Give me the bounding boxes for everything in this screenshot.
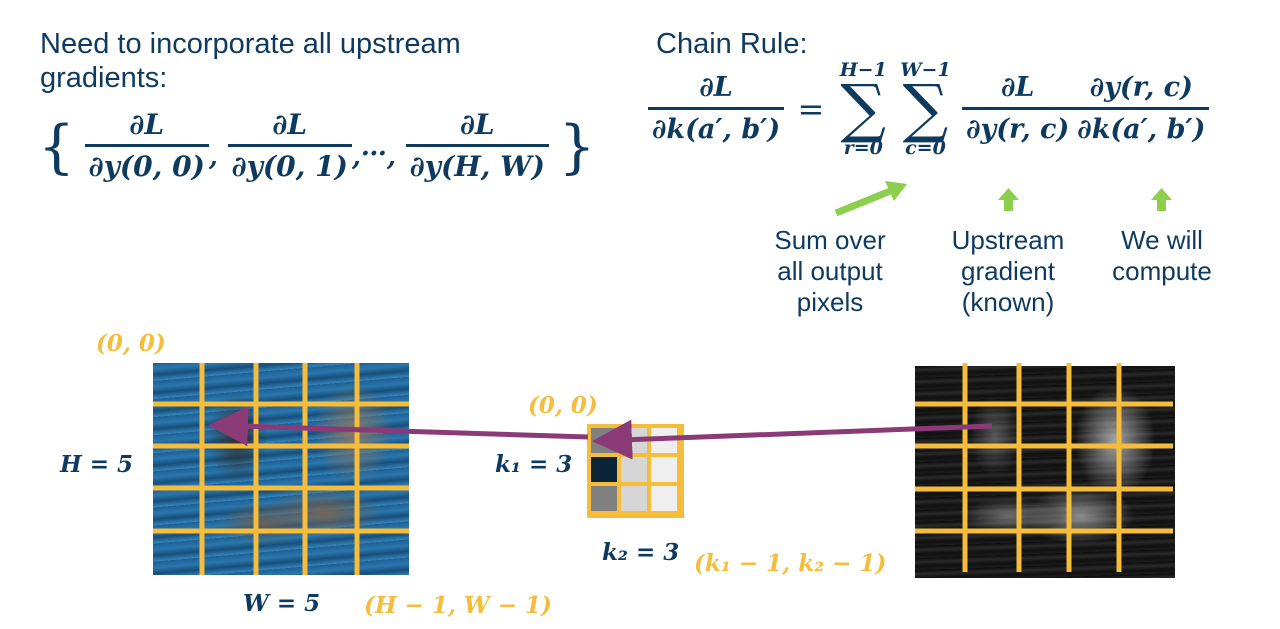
kernel-cell xyxy=(651,486,677,511)
green-arrow-diagonal xyxy=(834,181,907,217)
kernel-cell xyxy=(621,457,647,482)
input-width-label: W = 5 xyxy=(243,590,321,617)
kernel-k1-label: k₁ = 3 xyxy=(495,451,573,478)
kernel-cell xyxy=(591,486,617,511)
left-heading-line1: Need to incorporate all upstream xyxy=(40,28,461,60)
annotation-line: pixels xyxy=(796,287,864,317)
output-grid-lines xyxy=(915,363,1173,572)
lhs-fraction: ∂L ∂k(a′, b′) xyxy=(648,69,785,150)
chain-rule-heading: Chain Rule: xyxy=(656,28,808,60)
denominator: ∂k(a′, b′) xyxy=(648,106,785,150)
denominator: ∂y(H, W) xyxy=(405,144,549,187)
sum-lower-limit: r=0 xyxy=(843,137,883,159)
input-grid-lines xyxy=(153,363,409,575)
denominator: ∂k(a′, b′) xyxy=(1073,106,1210,150)
sum-over-cols: W−1 ∑ c=0 xyxy=(900,60,950,158)
sigma-symbol: ∑ xyxy=(902,72,949,146)
numerator: ∂L xyxy=(459,108,495,141)
gradient-term-3: ∂L ∂y(H, W) xyxy=(405,106,549,187)
denominator: ∂y(0, 1) xyxy=(227,144,352,187)
numerator: ∂L xyxy=(272,108,308,141)
sum-over-rows: H−1 ∑ r=0 xyxy=(840,60,887,158)
annotation-line: (known) xyxy=(961,287,1055,317)
annotation-line: gradient xyxy=(961,256,1055,286)
numerator: ∂L xyxy=(699,71,733,103)
numerator: ∂L xyxy=(1000,71,1035,103)
kernel-origin-label: (0, 0) xyxy=(528,392,598,419)
kernel-cell xyxy=(591,457,617,482)
denominator: ∂y(r, c) xyxy=(962,106,1074,150)
left-heading-line2: gradients: xyxy=(40,62,168,94)
annotation-sum-over: Sum over all output pixels xyxy=(760,225,900,318)
upstream-gradient-fraction: ∂L ∂y(r, c) xyxy=(962,69,1074,150)
kernel-cell xyxy=(621,486,647,511)
ellipsis: … xyxy=(360,131,387,162)
left-heading: Need to incorporate all upstream gradien… xyxy=(40,27,461,95)
gradient-term-2: ∂L ∂y(0, 1) xyxy=(227,106,352,187)
kernel-end-label: (k₁ − 1, k₂ − 1) xyxy=(694,550,887,577)
green-arrow-up-upstream xyxy=(998,188,1019,211)
gradient-set-formula: { ∂L ∂y(0, 0) , ∂L ∂y(0, 1) ,…, ∂L ∂y(H,… xyxy=(38,106,596,187)
sum-lower-limit: c=0 xyxy=(905,137,946,159)
comma: , xyxy=(386,141,396,172)
sigma-symbol: ∑ xyxy=(840,72,887,146)
annotation-line: compute xyxy=(1112,256,1212,286)
input-image-pelican xyxy=(153,363,409,575)
annotation-line: all output xyxy=(777,256,883,286)
green-arrow-up-compute xyxy=(1151,188,1172,211)
close-brace: } xyxy=(558,112,596,181)
purple-arrow-to-input xyxy=(208,406,589,447)
kernel-cell xyxy=(651,457,677,482)
input-origin-label: (0, 0) xyxy=(96,330,166,357)
kernel-k2-label: k₂ = 3 xyxy=(602,539,680,566)
equals-sign: = xyxy=(797,90,825,128)
annotation-upstream-gradient: Upstream gradient (known) xyxy=(938,225,1078,318)
chain-rule-formula: ∂L ∂k(a′, b′) = H−1 ∑ r=0 W−1 ∑ c=0 ∂L ∂… xyxy=(648,60,1210,158)
annotation-line: We will xyxy=(1121,225,1203,255)
comma: , xyxy=(208,141,218,172)
local-gradient-fraction: ∂y(r, c) ∂k(a′, b′) xyxy=(1073,69,1210,150)
annotation-line: Sum over xyxy=(774,225,886,255)
sum-upper-limit: W−1 xyxy=(900,59,951,81)
input-height-label: H = 5 xyxy=(60,451,134,478)
gradient-term-1: ∂L ∂y(0, 0) xyxy=(84,106,209,187)
numerator: ∂y(r, c) xyxy=(1089,71,1193,103)
comma: , xyxy=(351,141,361,172)
denominator: ∂y(0, 0) xyxy=(84,144,209,187)
sum-upper-limit: H−1 xyxy=(839,59,887,81)
input-end-label: (H − 1, W − 1) xyxy=(364,592,552,619)
purple-arrow-to-kernel xyxy=(592,419,993,460)
open-brace: { xyxy=(38,112,75,181)
annotation-we-will-compute: We will compute xyxy=(1092,225,1232,287)
annotation-line: Upstream xyxy=(951,225,1065,255)
output-image-edge-map xyxy=(915,366,1175,578)
numerator: ∂L xyxy=(129,108,165,141)
